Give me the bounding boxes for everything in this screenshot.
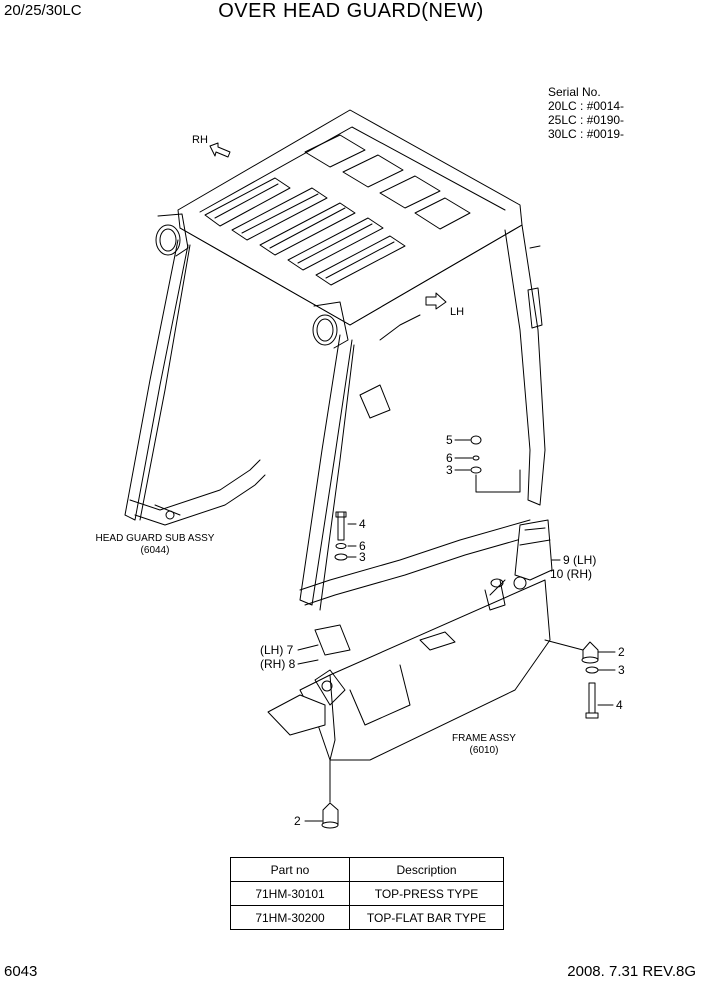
head-guard-name: HEAD GUARD SUB ASSY xyxy=(95,533,215,544)
rh-arrow-icon xyxy=(209,142,231,158)
callout-8: (RH) 8 xyxy=(260,657,296,671)
model-label: 20/25/30LC xyxy=(4,2,82,19)
callout-4: 4 xyxy=(359,517,366,531)
description-cell: TOP-PRESS TYPE xyxy=(349,881,504,906)
lh-arrow-icon xyxy=(425,292,447,310)
callout-4: 4 xyxy=(616,698,623,712)
part-no-cell: 71HM-30101 xyxy=(230,881,350,906)
rh-label: RH xyxy=(192,134,208,146)
leader-lines xyxy=(297,439,616,822)
callout-3: 3 xyxy=(446,463,453,477)
head-guard-label: HEAD GUARD SUB ASSY (6044) xyxy=(92,533,218,557)
table-row: 71HM-30101 TOP-PRESS TYPE xyxy=(230,881,504,906)
roof-panel xyxy=(177,109,523,326)
front-lamp-right xyxy=(312,301,349,349)
revision-label: 2008. 7.31 REV.8G xyxy=(567,963,696,980)
callout-10: 10 (RH) xyxy=(550,567,593,581)
serial-block: Serial No. 20LC : #0014- 25LC : #0190- 3… xyxy=(548,85,624,141)
callout-6: 6 xyxy=(446,451,453,465)
left-front-pillar xyxy=(124,239,191,521)
right-front-pillar xyxy=(299,334,355,611)
side-frame-rails xyxy=(129,314,536,606)
part-no-cell: 71HM-30200 xyxy=(230,905,350,930)
callout-7: (LH) 7 xyxy=(260,643,294,657)
page-title: OVER HEAD GUARD(NEW) xyxy=(218,0,484,22)
page-number: 6043 xyxy=(4,963,38,980)
description-cell: TOP-FLAT BAR TYPE xyxy=(349,905,504,930)
callout-2: 2 xyxy=(294,814,301,828)
serial-line: 30LC : #0019- xyxy=(548,127,625,141)
serial-heading: Serial No. xyxy=(548,85,601,99)
column-header-part-no: Part no xyxy=(230,857,350,882)
bolt-stack-upper xyxy=(470,435,521,493)
table-header-row: Part no Description xyxy=(230,857,504,882)
head-guard-ref: (6044) xyxy=(140,545,170,556)
front-lamp-left xyxy=(155,213,189,257)
callout-6: 6 xyxy=(359,539,366,553)
mount-rubber-bottom xyxy=(321,759,339,829)
rear-bracket xyxy=(514,519,553,581)
callout-9: 9 (LH) xyxy=(563,553,597,567)
callout-2: 2 xyxy=(618,645,625,659)
bolt-stack-middle xyxy=(334,511,348,561)
column-header-description: Description xyxy=(349,857,504,882)
frame-assy-name: FRAME ASSY xyxy=(452,733,516,744)
parts-table: Part no Description 71HM-30101 TOP-PRESS… xyxy=(230,857,504,930)
rear-pillar xyxy=(504,224,546,506)
frame-assy-ref: (6010) xyxy=(469,745,499,756)
frame-body xyxy=(267,576,551,761)
serial-line: 25LC : #0190- xyxy=(548,113,625,127)
frame-assy-label: FRAME ASSY (6010) xyxy=(441,733,527,757)
mount-rubber-right xyxy=(544,639,599,719)
callout-3: 3 xyxy=(359,550,366,564)
callout-5: 5 xyxy=(446,433,453,447)
callout-3: 3 xyxy=(618,663,625,677)
lh-label: LH xyxy=(450,306,465,318)
serial-line: 20LC : #0014- xyxy=(548,99,625,113)
table-row: 71HM-30200 TOP-FLAT BAR TYPE xyxy=(230,905,504,930)
